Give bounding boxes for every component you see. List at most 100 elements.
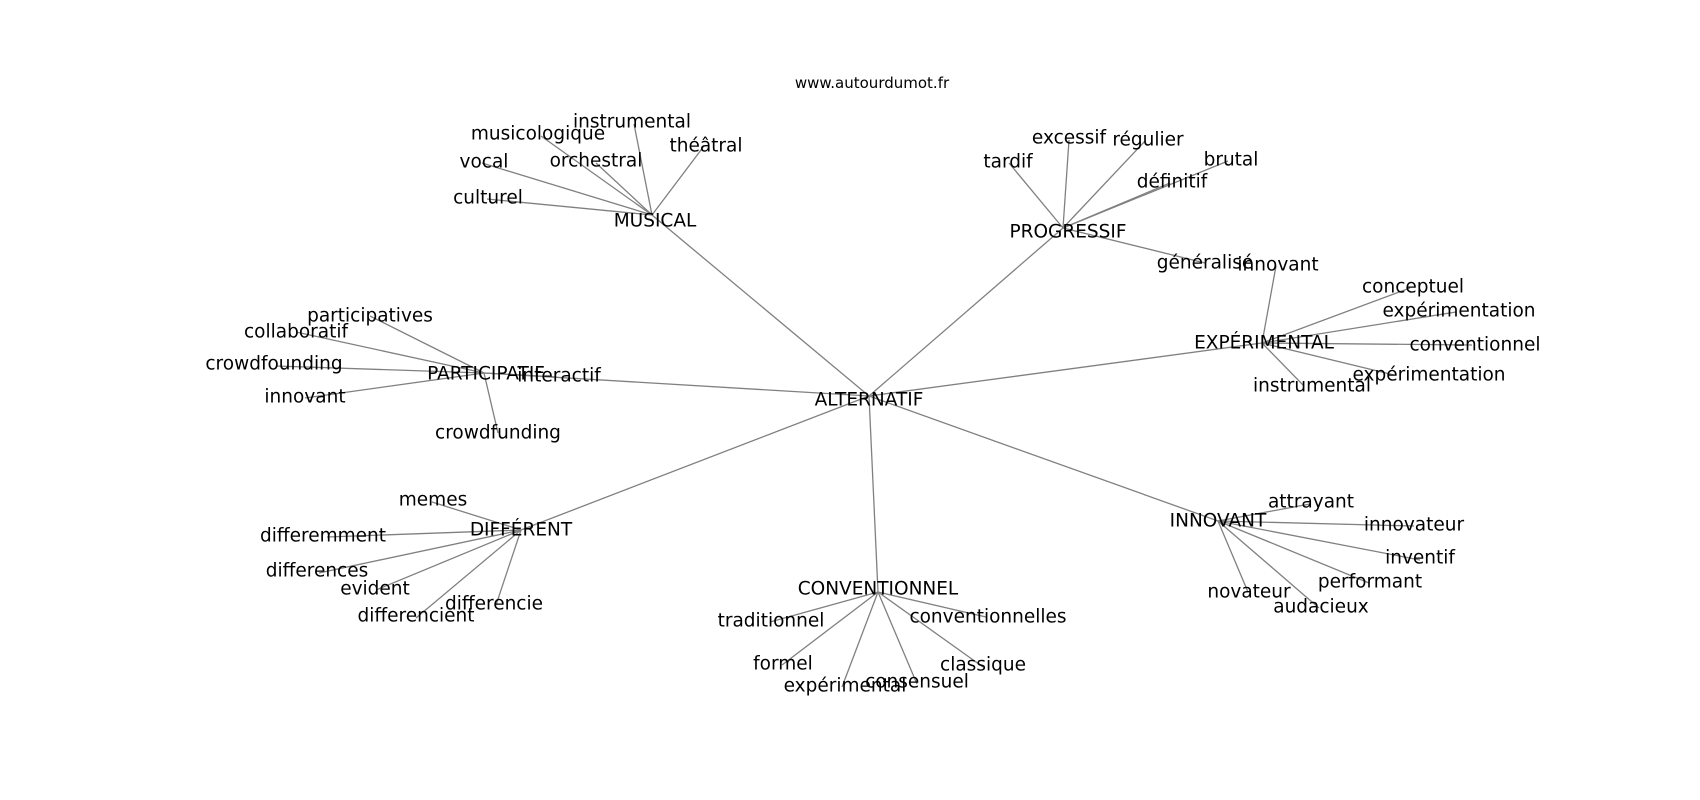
edges (275, 123, 1473, 688)
edge-progressif-word-0 (1062, 139, 1070, 229)
edge-participatif-word-0 (369, 315, 485, 374)
word-label-innovant-1: innovateur (1364, 515, 1465, 536)
word-label-different-2: differences (266, 561, 369, 582)
word-label-progressif-3: brutal (1204, 150, 1259, 171)
word-label-participatif-0: participatives (307, 306, 433, 327)
edge-center-different (520, 395, 870, 531)
edge-conventionnel-word-4 (841, 591, 879, 688)
edge-musical-word-5 (486, 198, 653, 216)
edge-musical-word-4 (595, 162, 653, 216)
word-label-musical-5: culturel (453, 188, 523, 209)
word-label-progressif-5: généralisé (1157, 253, 1253, 274)
edge-experimental-word-0 (1261, 265, 1277, 344)
edge-conventionnel-word-0 (769, 591, 879, 623)
cluster-label-different: DIFFÉRENT (470, 519, 573, 541)
edge-conventionnel-word-2 (781, 591, 879, 666)
cluster-label-participatif: PARTICIPATIF (427, 364, 545, 385)
word-label-different-5: differencient (358, 606, 475, 627)
edge-participatif-word-1 (295, 331, 485, 374)
word-label-innovant-3: performant (1318, 572, 1422, 593)
word-label-participatif-4: interactif (517, 366, 601, 387)
word-label-experimental-2: expérimentation (1382, 301, 1535, 322)
edge-center-innovant (868, 395, 1219, 522)
word-label-progressif-4: définitif (1137, 172, 1208, 193)
edge-experimental-word-3 (1261, 342, 1473, 346)
word-label-conventionnel-1: conventionnelles (909, 607, 1066, 628)
edge-experimental-word-1 (1261, 287, 1411, 344)
edge-progressif-word-1 (1062, 140, 1146, 229)
word-label-progressif-0: excessif (1032, 128, 1107, 149)
word-label-conventionnel-3: classique (940, 655, 1026, 676)
word-label-different-0: memes (399, 490, 467, 511)
word-label-participatif-5: crowdfunding (435, 423, 561, 444)
edge-progressif-word-4 (1062, 182, 1171, 229)
word-label-progressif-2: tardif (983, 152, 1033, 173)
cluster-label-musical: MUSICAL (614, 211, 697, 232)
word-label-innovant-5: audacieux (1273, 597, 1369, 618)
edge-center-progressif (868, 227, 1064, 397)
cluster-label-progressif: PROGRESSIF (1009, 222, 1126, 243)
edge-innovant-word-2 (1217, 520, 1421, 561)
edge-different-word-0 (431, 501, 522, 531)
word-label-experimental-4: expérimentation (1352, 365, 1505, 386)
labels: ALTERNATIFMUSICALinstrumentalmusicologiq… (205, 112, 1540, 697)
word-label-different-4: differencie (445, 594, 543, 615)
word-label-experimental-3: conventionnel (1410, 335, 1541, 356)
edge-innovant-word-0 (1217, 503, 1311, 522)
word-label-different-1: differemment (260, 526, 386, 547)
edge-innovant-word-5 (1217, 520, 1320, 609)
edge-conventionnel-word-3 (877, 591, 984, 668)
cluster-label-conventionnel: CONVENTIONNEL (798, 579, 959, 600)
word-label-experimental-5: instrumental (1253, 376, 1371, 397)
cluster-label-innovant: INNOVANT (1170, 511, 1267, 532)
edge-innovant-word-3 (1217, 520, 1370, 584)
word-label-participatif-3: innovant (264, 387, 345, 408)
word-label-experimental-0: innovant (1237, 255, 1318, 276)
word-label-innovant-4: novateur (1207, 582, 1291, 603)
word-label-participatif-1: collaboratif (244, 322, 349, 343)
center-node-label: ALTERNATIF (815, 390, 924, 411)
word-label-conventionnel-2: formel (753, 654, 813, 675)
word-label-participatif-2: crowdfounding (205, 354, 342, 375)
source-label: www.autourdumot.fr (795, 74, 950, 92)
edge-musical-word-3 (481, 162, 653, 216)
word-label-progressif-1: régulier (1112, 130, 1184, 151)
word-label-musical-4: orchestral (550, 151, 643, 172)
word-label-different-3: evident (340, 579, 410, 600)
word-label-innovant-0: attrayant (1268, 492, 1354, 513)
edge-center-musical (651, 214, 870, 397)
edge-musical-word-0 (633, 123, 653, 216)
edge-participatif-word-2 (275, 365, 485, 374)
edge-different-word-5 (415, 529, 522, 619)
word-label-conventionnel-0: traditionnel (718, 611, 825, 632)
edge-different-word-1 (326, 529, 522, 538)
edge-center-experimental (868, 342, 1263, 397)
edge-musical-word-1 (540, 135, 653, 216)
edge-progressif-word-2 (1008, 162, 1064, 229)
edge-musical-word-2 (651, 145, 705, 216)
edge-center-conventionnel (868, 395, 879, 593)
word-label-musical-0: instrumental (573, 112, 691, 133)
edge-participatif-word-5 (483, 372, 499, 434)
cluster-label-experimental: EXPÉRIMENTAL (1194, 332, 1335, 354)
word-label-musical-2: théâtral (669, 136, 742, 157)
edge-experimental-word-2 (1261, 311, 1457, 344)
edge-experimental-word-4 (1261, 342, 1395, 376)
edge-innovant-word-4 (1217, 520, 1249, 593)
word-label-innovant-2: inventif (1385, 548, 1455, 569)
word-label-experimental-1: conceptuel (1362, 277, 1464, 298)
word-label-conventionnel-5: consensuel (865, 672, 969, 693)
edge-innovant-word-1 (1217, 520, 1415, 527)
edge-different-word-2 (318, 529, 522, 574)
word-label-conventionnel-4: expérimental (784, 676, 907, 697)
edge-participatif-word-4 (483, 372, 558, 378)
word-label-musical-1: musicologique (471, 124, 605, 145)
edge-conventionnel-word-1 (877, 591, 987, 618)
edge-experimental-word-5 (1261, 342, 1305, 387)
edge-conventionnel-word-5 (877, 591, 918, 685)
edge-progressif-word-5 (1062, 227, 1206, 264)
edge-different-word-4 (495, 529, 522, 606)
edge-participatif-word-3 (304, 372, 485, 399)
word-label-musical-3: vocal (460, 152, 509, 173)
